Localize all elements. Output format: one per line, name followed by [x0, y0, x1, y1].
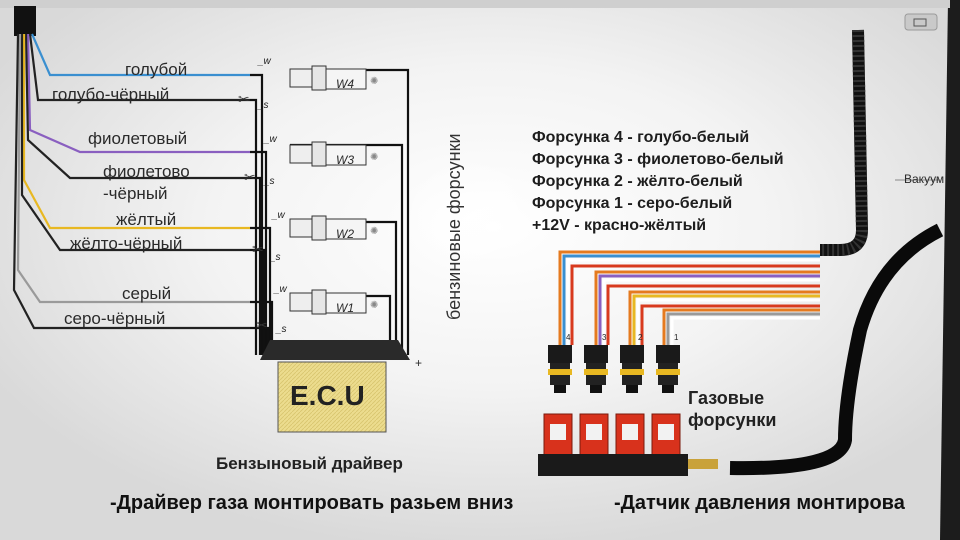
wire-label: серо-чёрный	[64, 309, 166, 328]
pin-w-label: _w	[258, 56, 271, 67]
window-controls[interactable]	[904, 13, 938, 31]
svg-text:✺: ✺	[370, 226, 378, 237]
cut-icon: ✂	[238, 92, 250, 108]
ecu-block	[260, 340, 410, 433]
gas-injector-connectors	[548, 345, 680, 393]
pin-w-label: _w	[274, 284, 287, 295]
pin-s-label: _s	[276, 324, 287, 335]
wire-bundle	[12, 33, 250, 330]
wire-label: серый	[122, 284, 172, 303]
plus-sign: +	[415, 356, 423, 370]
vacuum-hose	[729, 223, 944, 476]
gas-injector-number: 2	[638, 333, 643, 342]
bottom-note: -Датчик давления монтирова	[614, 492, 905, 514]
pin-s-label: _s	[258, 100, 269, 111]
window-menu-bar[interactable]	[0, 0, 950, 8]
injector-label: W3	[336, 153, 354, 167]
legend-line: +12V - красно-жёлтый	[532, 217, 707, 234]
cut-icon: ✂	[244, 170, 256, 186]
gas-injector-number: 3	[602, 333, 607, 342]
legend-line: Форсунка 2 - жёлто-белый	[532, 173, 743, 190]
gas-wire-harness	[558, 250, 820, 345]
pin-s-label: _s	[270, 252, 281, 263]
wire-label: фиолетово	[103, 162, 190, 181]
bottom-note: -Драйвер газа монтировать разьем вниз	[110, 492, 514, 514]
wire-label: фиолетовый	[88, 129, 188, 148]
svg-text:✺: ✺	[370, 76, 378, 87]
gas-injectors-label: Газовые	[688, 388, 765, 408]
pin-w-label: _w	[264, 134, 277, 145]
gas-injector-number: 4	[566, 333, 571, 342]
wire-label: голубо-чёрный	[52, 85, 170, 104]
legend-line: Форсунка 4 - голубо-белый	[532, 129, 750, 146]
harness-trunk	[14, 6, 36, 36]
pin-w-label: _w	[272, 210, 285, 221]
vertical-injector-label: бензиновые форсунки	[444, 133, 464, 320]
svg-text:✺: ✺	[370, 300, 378, 311]
pin-s-label: _s	[264, 176, 275, 187]
gas-injectors-label: форсунки	[688, 410, 777, 430]
wire-label: жёлтый	[116, 210, 177, 229]
legend-line: Форсунка 3 - фиолетово-белый	[532, 151, 784, 168]
petrol-injectors: ✺ ✺ ✺ ✺	[289, 65, 378, 315]
gas-injector-rail	[538, 413, 718, 476]
wire-label: голубой	[125, 60, 188, 79]
injector-label: W4	[336, 77, 354, 91]
vacuum-label: Вакуум	[904, 172, 945, 186]
svg-text:✺: ✺	[370, 152, 378, 163]
legend-line: Форсунка 1 - серо-белый	[532, 195, 733, 212]
wire-label: жёлто-чёрный	[70, 234, 183, 253]
ecu-label: E.C.U	[290, 380, 365, 411]
injector-label: W1	[336, 301, 354, 315]
injector-label: W2	[336, 227, 354, 241]
wire-label: -чёрный	[103, 184, 168, 203]
cut-icon: ✂	[252, 242, 264, 258]
petrol-driver-label: Бензыновый драйвер	[216, 454, 403, 473]
cut-icon: ✂	[256, 318, 268, 334]
gas-injector-number: 1	[674, 333, 679, 342]
